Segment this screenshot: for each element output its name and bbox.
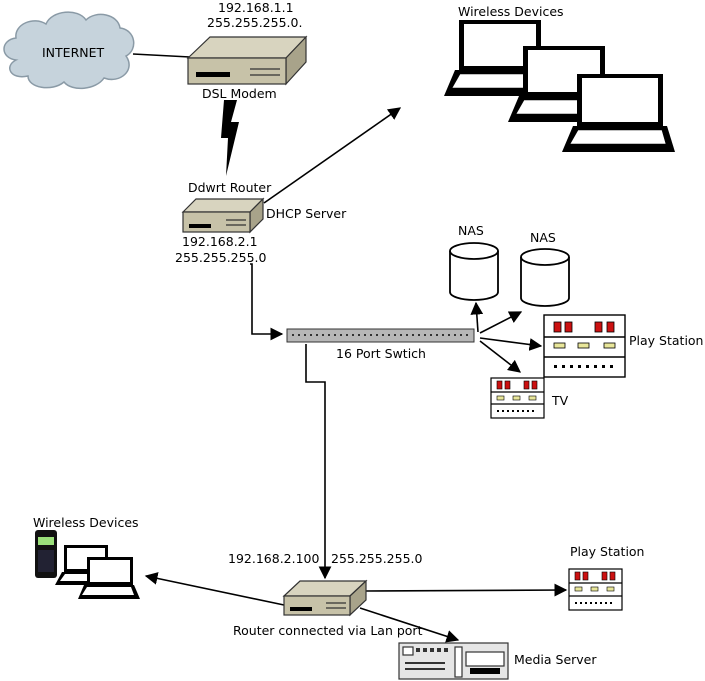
playstation-bottom-label: Play Station <box>570 544 644 559</box>
switch-port <box>370 334 372 336</box>
router2-ip-label: 192.168.2.100 <box>228 551 319 566</box>
wireless-bottom-label: Wireless Devices <box>33 515 139 530</box>
router-icon <box>282 579 368 617</box>
wireless-top-label: Wireless Devices <box>458 4 564 19</box>
switch-port <box>304 334 306 336</box>
playstation-icon <box>568 568 623 611</box>
phone-icon <box>35 530 57 578</box>
nas2-label: NAS <box>530 230 556 245</box>
switch-router2-link <box>305 344 332 580</box>
router-switch-link <box>250 263 284 341</box>
router2-mask-label: 255.255.255.0 <box>331 551 422 566</box>
router-name-label: Ddwrt Router <box>188 180 272 195</box>
switch-port <box>436 334 438 336</box>
switch-port <box>322 334 324 336</box>
switch-nas2-link <box>479 311 523 334</box>
switch-icon <box>286 328 475 343</box>
switch-port <box>448 334 450 336</box>
switch-port <box>424 334 426 336</box>
playstation-icon <box>543 314 626 378</box>
router2-name-label: Router connected via Lan port <box>233 623 423 638</box>
switch-port <box>454 334 456 336</box>
switch-port <box>358 334 360 336</box>
dhcp-server-label: DHCP Server <box>266 206 347 221</box>
modem-mask-label: 255.255.255.0. <box>207 15 302 30</box>
switch-port <box>292 334 294 336</box>
internet-cloud-icon <box>3 11 135 90</box>
switch-port <box>430 334 432 336</box>
switch-port <box>400 334 402 336</box>
switch-port <box>460 334 462 336</box>
switch-tv-link <box>479 340 522 373</box>
switch-port <box>298 334 300 336</box>
switch-label: 16 Port Swtich <box>336 346 426 361</box>
router-ip-label: 192.168.2.1 <box>182 234 258 249</box>
router2-mediaserver-link <box>359 607 460 643</box>
switch-port <box>310 334 312 336</box>
media-server-label: Media Server <box>514 652 597 667</box>
switch-port <box>412 334 414 336</box>
switch-port <box>442 334 444 336</box>
dsl-link-lightning <box>221 100 239 176</box>
switch-port <box>394 334 396 336</box>
switch-port <box>334 334 336 336</box>
internet-modem-link <box>132 53 191 58</box>
nas-storage-icon <box>449 242 499 301</box>
switch-port <box>328 334 330 336</box>
modem-ip-label: 192.168.1.1 <box>218 0 294 15</box>
modem-name-label: DSL Modem <box>202 86 277 101</box>
switch-port <box>364 334 366 336</box>
dsl-modem-icon <box>186 35 308 86</box>
switch-port <box>352 334 354 336</box>
switch-port <box>382 334 384 336</box>
router-icon <box>181 197 265 234</box>
switch-nas1-link <box>470 301 484 333</box>
switch-port <box>340 334 342 336</box>
switch-playstation-link <box>479 337 543 351</box>
nas1-label: NAS <box>458 223 484 238</box>
laptop-icon <box>78 557 140 599</box>
switch-port <box>388 334 390 336</box>
router-wireless-link <box>263 107 402 204</box>
switch-port <box>316 334 318 336</box>
laptop-icon <box>562 74 675 152</box>
switch-port <box>466 334 468 336</box>
switch-port <box>346 334 348 336</box>
playstation-top-label: Play Station <box>629 333 703 348</box>
nas-storage-icon <box>520 248 570 307</box>
router-mask-label: 255.255.255.0 <box>175 250 266 265</box>
switch-port <box>406 334 408 336</box>
switch-port <box>376 334 378 336</box>
tv-icon <box>490 377 545 419</box>
switch-port <box>418 334 420 336</box>
router2-playstation-link <box>364 583 568 597</box>
tv-label: TV <box>551 393 569 408</box>
internet-label: INTERNET <box>42 45 105 60</box>
router2-wireless-link <box>144 572 285 606</box>
connections <box>132 53 568 643</box>
media-server-icon <box>398 642 509 680</box>
